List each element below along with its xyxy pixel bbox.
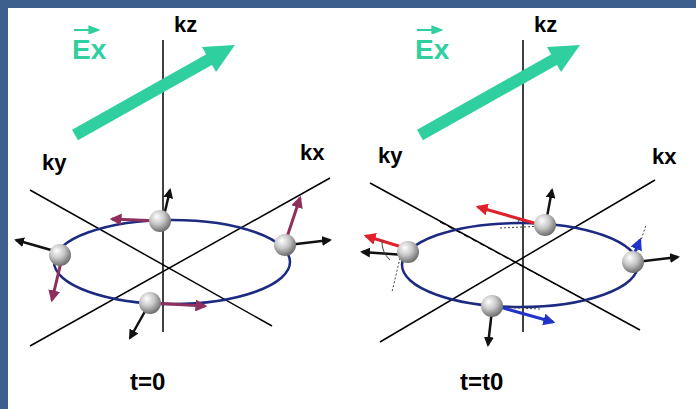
illustration-part (274, 234, 296, 256)
axis-label: kz (532, 12, 559, 37)
axis-label: ky (40, 150, 68, 175)
illustration-part (75, 58, 212, 135)
illustration-part (417, 29, 441, 31)
illustration-part (478, 207, 541, 225)
illustration-part (481, 295, 503, 317)
illustration-part (74, 29, 98, 31)
illustration-part (392, 258, 400, 292)
illustration-part (54, 220, 290, 304)
field-label: Ex (70, 34, 108, 66)
illustration-part (49, 244, 71, 266)
illustration-part (440, 222, 585, 300)
illustration-part (30, 178, 330, 346)
illustration-part (402, 223, 638, 307)
illustration-part (139, 292, 161, 314)
illustration-part (382, 240, 390, 260)
illustration-part (420, 58, 557, 135)
illustration-part (496, 306, 553, 322)
time-label: t=t0 (458, 368, 505, 396)
illustration-part (622, 251, 644, 273)
axis-label: ky (376, 143, 404, 168)
illustration-part (380, 180, 655, 342)
axis-label: kx (650, 144, 678, 169)
illustration-part (30, 190, 272, 326)
time-label: t=0 (128, 368, 167, 396)
axis-label: kz (172, 12, 199, 37)
illustration-part (149, 210, 171, 232)
axis-label: kx (298, 140, 326, 165)
illustration-part (397, 241, 419, 263)
white-panel (8, 8, 696, 409)
illustration-part (202, 45, 235, 72)
illustration-part (547, 45, 580, 72)
right-panel (362, 30, 678, 345)
field-label: Ex (413, 34, 451, 66)
left-panel (16, 30, 330, 346)
illustration-part (534, 214, 556, 236)
illustration-part (518, 218, 520, 222)
illustration-part (370, 183, 640, 330)
